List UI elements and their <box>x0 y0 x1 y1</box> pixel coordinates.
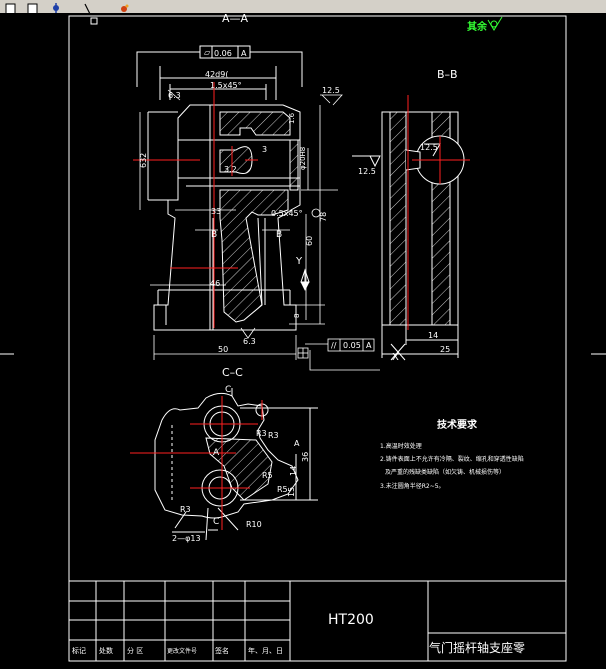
tech-req-item-3: 及严重的残缺类缺陷（如欠铸、机械损伤等） <box>385 468 505 476</box>
dim-63-bottom: 6.3 <box>243 337 256 346</box>
engineering-drawing: A—A ⏥ 0.06 A 42d9( 1.5x45° 6.3 12.5 1.6 … <box>0 13 606 662</box>
cc-dim-a-note: A <box>294 439 300 448</box>
dim-60: 60 <box>305 236 314 246</box>
cc-dim-r10: R10 <box>246 520 262 529</box>
dim-50: 50 <box>218 345 228 354</box>
snap-icon[interactable] <box>118 0 131 12</box>
axis-x-label: X <box>392 352 399 363</box>
drawing-canvas[interactable]: A—A ⏥ 0.06 A 42d9( 1.5x45° 6.3 12.5 1.6 … <box>0 13 606 669</box>
new-file-icon[interactable] <box>4 0 17 15</box>
cc-dim-holes: 2—φ13 <box>172 534 201 543</box>
view-cc <box>154 388 318 541</box>
cc-dim-r5b: R5 <box>277 485 288 494</box>
tb-header-4: 更改文件号 <box>167 647 197 655</box>
tech-req-title: 技术要求 <box>437 418 478 431</box>
dim-46: 46 <box>210 279 220 288</box>
axis-y-label: Y <box>295 256 303 267</box>
tb-header-2: 处数 <box>99 646 113 655</box>
parallelism-value: 0.05 <box>343 341 361 350</box>
cc-dim-14: 14 <box>289 466 298 476</box>
dim-phi: φ20H8 <box>299 147 307 170</box>
tb-header-5: 签名 <box>215 646 229 655</box>
dim-r: 1.6 <box>288 112 296 124</box>
roughness-other-label: 其余 <box>467 20 488 33</box>
view-label-aa: A—A <box>222 13 249 25</box>
roughness-right: 12.5 <box>322 86 340 95</box>
dim-32: 3.2 <box>224 165 237 174</box>
tb-header-6: 年、月、日 <box>248 646 283 655</box>
roughness-top: 6.3 <box>168 91 181 100</box>
view-label-cc: C–C <box>222 366 243 379</box>
dim-chamfer2: 0.5x45° <box>271 209 303 218</box>
section-label-b2: B <box>276 230 282 240</box>
view-bb <box>352 111 465 358</box>
view-aa <box>136 45 303 331</box>
open-file-icon[interactable] <box>26 0 39 15</box>
roughness-other-symbol <box>487 16 503 31</box>
origin-marker <box>90 17 98 25</box>
dim-height: 632 <box>139 153 148 168</box>
tb-header-3: 分 区 <box>127 646 143 655</box>
view-label-bb: B–B <box>437 68 458 81</box>
material-label: HT200 <box>328 612 374 628</box>
dim-3: 3 <box>262 145 267 154</box>
centerlines-aa <box>133 82 258 328</box>
cc-label-c-bottom: C <box>213 517 219 527</box>
flatness-value: 0.06 <box>214 49 232 58</box>
dim-chamfer: 1.5x45° <box>210 81 242 90</box>
cc-dim-r3b: R3 <box>268 431 279 440</box>
settings-icon[interactable] <box>50 0 63 14</box>
cc-dim-r3-left: R3 <box>180 505 191 514</box>
dim-78: 78 <box>319 212 328 222</box>
cc-dim-r5: R5 <box>262 471 273 480</box>
centerlines-cc <box>130 396 263 530</box>
title-block <box>68 580 567 662</box>
bb-roughness-left: 12.5 <box>358 167 376 176</box>
parallelism-symbol: // <box>331 341 337 350</box>
cc-dim-r3: R3 <box>256 429 267 438</box>
dim-33: 33 <box>211 207 221 216</box>
centerlines-bb <box>407 95 470 330</box>
cc-dim-15: 15 <box>287 487 296 497</box>
parallelism-datum: A <box>366 341 372 350</box>
part-name: 气门摇杆轴支座零 <box>429 640 525 655</box>
tech-req-item-1: 1.高温时效处理 <box>380 442 422 450</box>
toolbar <box>0 0 606 15</box>
cc-label-c-top: C <box>225 385 231 395</box>
flatness-symbol: ⏥ <box>204 48 211 57</box>
bb-dim-14: 14 <box>428 331 438 340</box>
text-labels: A—A ⏥ 0.06 A 42d9( 1.5x45° 6.3 12.5 1.6 … <box>72 13 525 655</box>
cursor-icon[interactable] <box>82 0 95 15</box>
drawing-border <box>0 15 606 662</box>
cc-label-a: A <box>213 448 220 458</box>
tb-header-1: 标记 <box>72 646 86 655</box>
dim-bore: 42d9( <box>205 70 228 79</box>
bb-roughness-right: 12.5 <box>420 143 438 152</box>
dim-8: 8 <box>293 314 301 318</box>
section-label-b1: B <box>211 230 217 240</box>
bb-dim-25: 25 <box>440 345 450 354</box>
cc-dim-36: 36 <box>301 452 310 462</box>
tech-req-item-2: 2.铸件表面上不允许有冷隔、裂纹、缩孔和穿透性缺陷 <box>380 455 524 463</box>
tech-req-item-4: 3.未注圆角半径R2~5。 <box>380 482 445 490</box>
ucs-axis-y <box>300 268 406 361</box>
flatness-datum: A <box>241 49 247 58</box>
